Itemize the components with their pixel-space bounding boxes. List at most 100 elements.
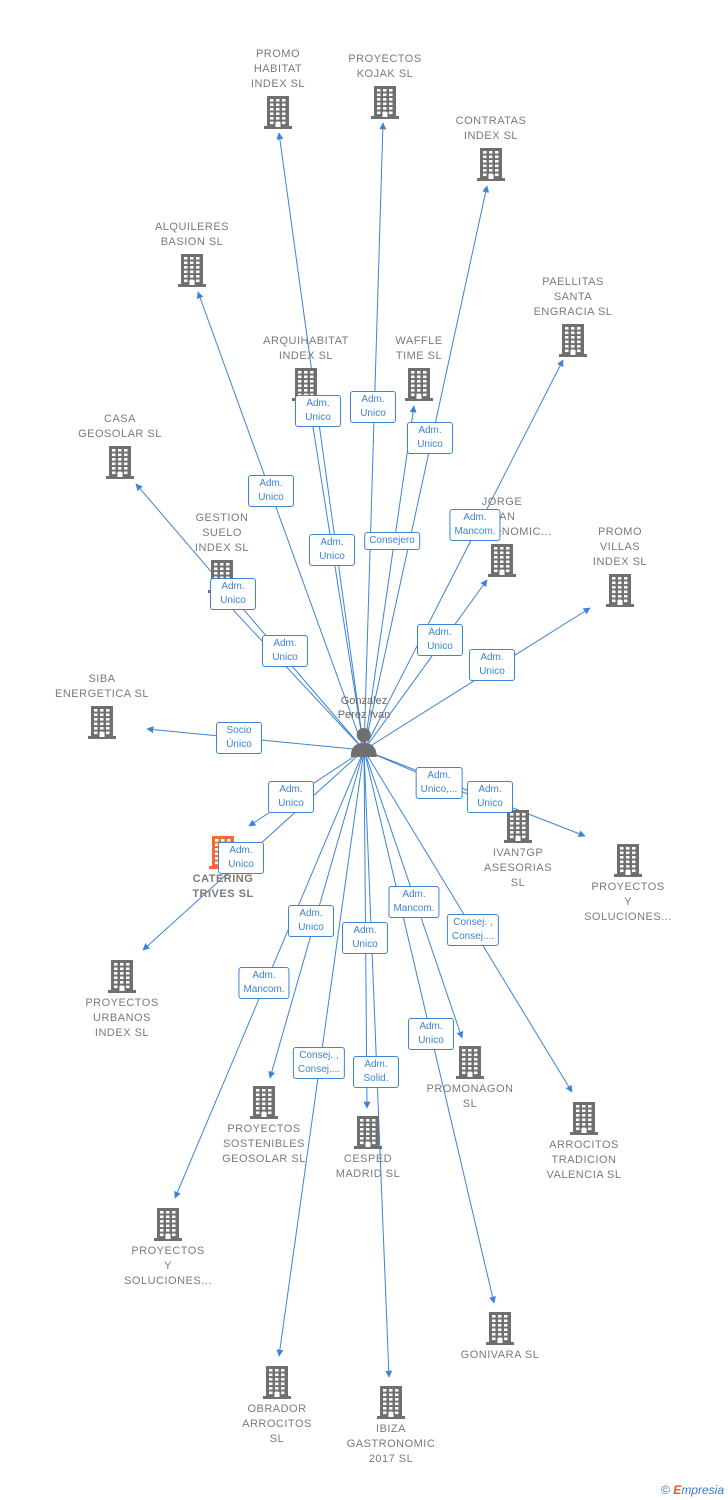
brand-name: mpresia <box>681 1483 724 1497</box>
company-node-alquileres-basion[interactable]: ALQUILERES BASION SL <box>155 221 229 288</box>
company-label[interactable]: CONTRATAS INDEX SL <box>455 115 527 142</box>
company-label[interactable]: PROYECTOS SOSTENIBLES GEOSOLAR SL <box>222 1123 306 1165</box>
role-badge-r-gestion: Adm. Unico <box>262 635 308 667</box>
building-icon <box>154 1208 182 1241</box>
company-label[interactable]: SIBA ENERGETICA SL <box>55 673 149 700</box>
role-badge-proyectos-sostenibles: Adm. Unico <box>288 905 334 937</box>
building-icon <box>504 810 532 843</box>
edge-jorge <box>363 579 488 751</box>
role-badge-r-promo-habitat: Adm. Unico <box>248 475 294 507</box>
role-badge-proyectos-urbanos: Adm. Unico <box>268 781 314 813</box>
company-node-proyectos-soluciones-right[interactable]: PROYECTOS Y SOLUCIONES... <box>568 842 688 925</box>
company-label[interactable]: IBIZA GASTRONOMIC 2017 SL <box>346 1423 436 1465</box>
company-label[interactable]: ALQUILERES BASION SL <box>154 221 230 248</box>
role-badge-catering: Adm. Unico <box>218 842 264 874</box>
role-badge-proyectos-soluciones-right: Adm. Unico,... <box>415 767 463 799</box>
company-node-arquihabitat[interactable]: ARQUIHABITAT INDEX SL <box>263 335 348 402</box>
company-label[interactable]: PROYECTOS Y SOLUCIONES... <box>124 1245 212 1287</box>
company-node-proyectos-urbanos[interactable]: PROYECTOS URBANOS INDEX SL <box>62 958 182 1041</box>
role-badge-r-promo-villas: Adm. Unico <box>469 649 515 681</box>
company-node-contratas-index[interactable]: CONTRATAS INDEX SL <box>456 115 526 182</box>
building-icon <box>488 544 516 577</box>
role-badge-cesped: Adm. Solid. <box>353 1056 399 1088</box>
role-badge-r-kojak: Adm. Unico <box>350 391 396 423</box>
company-node-ivan7gp[interactable]: IVAN7GP ASESORIAS SL <box>458 808 578 891</box>
company-node-casa-geosolar[interactable]: CASA GEOSOLAR SL <box>78 413 161 480</box>
company-node-proyectos-sostenibles[interactable]: PROYECTOS SOSTENIBLES GEOSOLAR SL <box>204 1084 324 1167</box>
building-icon <box>250 1086 278 1119</box>
company-node-arrocitos-tradicion[interactable]: ARROCITOS TRADICION VALENCIA SL <box>524 1100 644 1183</box>
company-label[interactable]: PROMONAGON SL <box>426 1083 514 1110</box>
company-label[interactable]: PAELLITAS SANTA ENGRACIA SL <box>533 276 613 318</box>
edge-casa-geosolar <box>135 483 365 751</box>
building-icon <box>486 1312 514 1345</box>
edge-paellitas <box>363 359 564 751</box>
company-label[interactable]: CATERING TRIVES SL <box>192 873 254 900</box>
edge-alquileres-basion <box>196 291 365 751</box>
company-label[interactable]: CASA GEOSOLAR SL <box>78 413 162 440</box>
company-label[interactable]: GONIVARA SL <box>460 1349 540 1361</box>
building-icon <box>263 1366 291 1399</box>
building-icon <box>614 844 642 877</box>
company-label[interactable]: IVAN7GP ASESORIAS SL <box>483 847 553 889</box>
building-icon <box>377 1386 405 1419</box>
company-label[interactable]: PROMO VILLAS INDEX SL <box>592 526 648 568</box>
company-label[interactable]: OBRADOR ARROCITOS SL <box>242 1403 312 1445</box>
role-badge-promonagon: Adm. Mancom. <box>388 886 440 918</box>
company-node-promo-villas[interactable]: PROMO VILLAS INDEX SL <box>593 526 647 608</box>
building-icon <box>371 86 399 119</box>
company-node-siba[interactable]: SIBA ENERGETICA SL <box>55 673 148 740</box>
company-node-proyectos-soluciones-left[interactable]: PROYECTOS Y SOLUCIONES... <box>108 1206 228 1289</box>
role-badge-ibiza: Adm. Unico <box>342 922 388 954</box>
building-icon <box>108 960 136 993</box>
role-badge-arrocitos-tradicion: Consej. , Consej.... <box>446 914 500 946</box>
company-label[interactable]: WAFFLE TIME SL <box>395 335 443 362</box>
edge-waffle-time <box>363 405 417 751</box>
company-label[interactable]: PROMO HABITAT INDEX SL <box>250 48 306 90</box>
building-icon <box>264 96 292 129</box>
company-node-cesped[interactable]: CESPED MADRID SL <box>308 1114 428 1182</box>
person-label[interactable]: Gonzalez Perez Ivan <box>337 695 391 721</box>
person-icon <box>351 728 377 757</box>
company-label[interactable]: PROYECTOS URBANOS INDEX SL <box>85 997 159 1039</box>
company-label[interactable]: CESPED MADRID SL <box>335 1153 401 1180</box>
role-badge-waffle-time: Adm. Unico <box>407 422 453 454</box>
company-node-obrador[interactable]: OBRADOR ARROCITOS SL <box>217 1364 337 1447</box>
role-badge-r-paellitas: Adm. Mancom. <box>449 509 501 541</box>
building-icon <box>477 148 505 181</box>
building-icon <box>606 574 634 607</box>
company-label[interactable]: PROYECTOS Y SOLUCIONES... <box>584 881 672 923</box>
company-node-promo-habitat[interactable]: PROMO HABITAT INDEX SL <box>251 48 305 130</box>
role-badge-r-jorge: Adm. Unico <box>417 624 463 656</box>
person-node[interactable]: Gonzalez Perez Ivan <box>337 694 391 758</box>
company-node-gonivara[interactable]: GONIVARA SL <box>440 1310 560 1363</box>
building-icon <box>88 706 116 739</box>
company-node-promonagon[interactable]: PROMONAGON SL <box>410 1044 530 1112</box>
company-label[interactable]: PROYECTOS KOJAK SL <box>348 53 422 80</box>
company-node-paellitas[interactable]: PAELLITAS SANTA ENGRACIA SL <box>534 276 612 358</box>
company-node-ibiza[interactable]: IBIZA GASTRONOMIC 2017 SL <box>331 1384 451 1467</box>
copyright-symbol: © <box>661 1483 670 1497</box>
edge-proyectos-kojak <box>363 122 387 751</box>
edge-gestion-suelo <box>221 597 365 751</box>
building-icon <box>106 446 134 479</box>
role-badge-arquihabitat: Adm. Unico <box>295 395 341 427</box>
role-badge-ivan7gp: Adm. Unico <box>467 781 513 813</box>
building-icon <box>570 1102 598 1135</box>
footer-brand[interactable]: © Empresia <box>661 1483 724 1497</box>
building-icon <box>456 1046 484 1079</box>
role-badge-r-alquileres: Adm. Unico <box>309 534 355 566</box>
role-badge-r-contratas: Consejero <box>364 532 420 550</box>
role-badge-obrador: Consej. , Consej.... <box>292 1047 346 1079</box>
role-badge-r-casa: Adm. Unico <box>210 578 256 610</box>
company-label[interactable]: GESTION SUELO INDEX SL <box>194 512 250 554</box>
company-node-proyectos-kojak[interactable]: PROYECTOS KOJAK SL <box>348 53 421 120</box>
company-label[interactable]: ARQUIHABITAT INDEX SL <box>263 335 349 362</box>
company-node-waffle-time[interactable]: WAFFLE TIME SL <box>395 335 442 402</box>
company-node-jorge[interactable]: JORGE IVAN GASTRONOMIC... <box>452 496 551 578</box>
building-icon <box>405 368 433 401</box>
edge-arquihabitat <box>307 407 365 751</box>
edge-contratas-index <box>363 185 490 751</box>
company-label[interactable]: ARROCITOS TRADICION VALENCIA SL <box>546 1139 622 1181</box>
building-icon <box>178 254 206 287</box>
